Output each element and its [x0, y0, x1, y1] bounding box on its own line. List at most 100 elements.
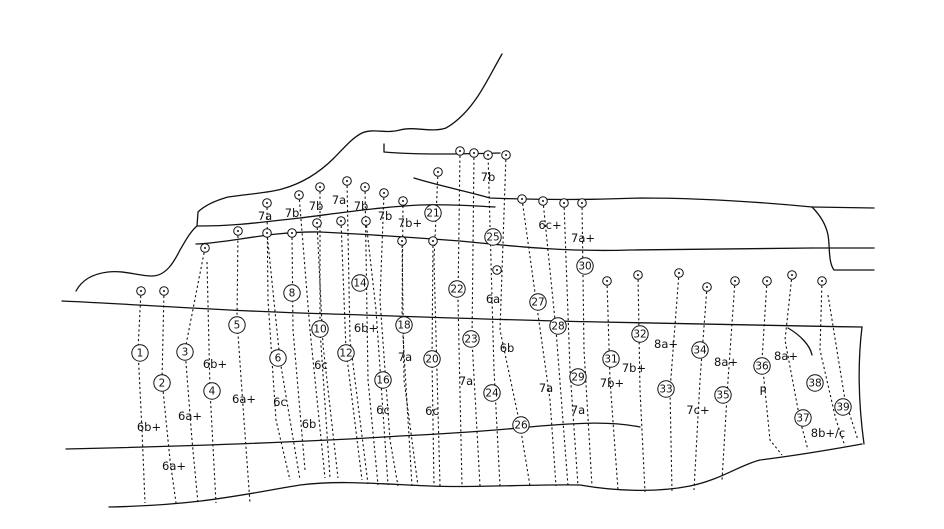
- rock-line-1: [75, 53, 503, 292]
- rock-line-10: [65, 422, 641, 450]
- grade-label-12: 7a: [332, 193, 346, 207]
- grade-label-6: 6c: [273, 395, 287, 409]
- route-number-text: 26: [514, 420, 528, 432]
- route-line-32: [693, 286, 708, 491]
- anchor-10: [312, 218, 322, 228]
- route-number-text: 39: [836, 402, 849, 414]
- route-line-37: [827, 294, 859, 441]
- grade-label-30: 7c+: [686, 403, 709, 417]
- route-line-3: [184, 247, 206, 504]
- anchor-11: [336, 216, 346, 226]
- route-number-text: 14: [353, 278, 367, 290]
- route-number-text: 2: [159, 378, 166, 390]
- grade-label-22: 6b: [500, 341, 515, 355]
- anchor-25: [538, 196, 548, 206]
- route-line-16: [379, 192, 399, 487]
- route-number-26: 26: [512, 416, 530, 434]
- route-number-text: 8: [289, 288, 296, 300]
- route-number-text: 25: [486, 232, 499, 244]
- route-line-36: [819, 280, 846, 447]
- grade-label-33: P: [760, 384, 767, 398]
- route-number-25: 25: [484, 228, 502, 246]
- route-line-19: [431, 240, 435, 487]
- route-number-39: 39: [834, 398, 852, 416]
- rock-line-4: [413, 177, 813, 208]
- route-line-15: [365, 220, 389, 486]
- grade-label-14: 6b+: [354, 321, 378, 335]
- route-number-text: 37: [796, 413, 809, 425]
- route-line-2: [161, 290, 177, 504]
- grade-label-31: 8a+: [654, 337, 678, 351]
- anchor-7: [287, 228, 297, 238]
- grade-label-3: 6a+: [178, 409, 202, 423]
- route-number-33: 33: [657, 380, 675, 398]
- grade-label-35: 8b+/c: [811, 426, 845, 440]
- grade-label-15: 7b+: [398, 216, 422, 230]
- anchor-9: [315, 182, 325, 192]
- anchor-16: [398, 196, 408, 206]
- route-number-text: 10: [313, 324, 326, 336]
- rock-line-6: [811, 206, 875, 209]
- anchor-13: [360, 182, 370, 192]
- route-line-21: [457, 150, 463, 487]
- anchor-29: [633, 270, 643, 280]
- route-number-text: 5: [234, 320, 241, 332]
- grade-label-7: 6b: [302, 417, 317, 431]
- route-number-1: 1: [131, 344, 149, 362]
- route-number-30: 30: [576, 257, 594, 275]
- anchor-18: [428, 236, 438, 246]
- route-number-text: 33: [659, 384, 672, 396]
- route-number-4: 4: [203, 382, 221, 400]
- grade-label-5: 6a+: [232, 392, 256, 406]
- route-line-12: [340, 220, 363, 481]
- anchor-28: [602, 276, 612, 286]
- rock-line-12: [858, 326, 865, 445]
- anchor-20: [455, 146, 465, 156]
- route-number-text: 21: [426, 208, 439, 220]
- route-number-text: 22: [450, 284, 463, 296]
- grade-label-25: 7a+: [571, 231, 595, 245]
- route-number-text: 38: [808, 378, 821, 390]
- route-number-text: 28: [551, 321, 564, 333]
- route-number-6: 6: [269, 349, 287, 367]
- grade-label-34: 8a+: [774, 349, 798, 363]
- anchor-14: [361, 216, 371, 226]
- route-number-text: 12: [339, 348, 352, 360]
- anchor-27: [577, 198, 587, 208]
- route-number-27: 27: [529, 293, 547, 311]
- rock-line-7: [811, 206, 875, 271]
- route-number-29: 29: [569, 368, 587, 386]
- anchor-8: [294, 190, 304, 200]
- route-number-text: 23: [464, 334, 477, 346]
- anchors-group: [136, 146, 827, 296]
- anchor-6: [262, 228, 272, 238]
- grade-label-27: 7a: [571, 403, 585, 417]
- grade-label-29: 7b+: [600, 376, 624, 390]
- route-line-26: [542, 200, 569, 487]
- route-number-text: 36: [755, 361, 769, 373]
- rock-outline-group: [61, 53, 875, 508]
- route-lines-group: [137, 150, 859, 504]
- grade-label-8: 6c: [314, 358, 328, 372]
- route-number-18: 18: [395, 316, 413, 334]
- route-number-14: 14: [351, 274, 369, 292]
- anchor-17: [397, 236, 407, 246]
- route-number-text: 27: [531, 297, 544, 309]
- grade-label-10: 7b: [285, 206, 300, 220]
- anchor-4: [233, 226, 243, 236]
- anchor-36: [492, 265, 502, 275]
- rock-line-3: [197, 204, 496, 227]
- route-number-2: 2: [153, 374, 171, 392]
- rock-line-5: [195, 231, 813, 252]
- route-number-text: 29: [571, 372, 584, 384]
- anchor-34: [787, 270, 797, 280]
- anchor-1: [136, 286, 146, 296]
- anchor-32: [730, 276, 740, 286]
- route-number-text: 35: [716, 390, 729, 402]
- route-number-21: 21: [424, 204, 442, 222]
- anchor-21: [469, 148, 479, 158]
- anchor-5: [262, 198, 272, 208]
- route-number-text: 24: [485, 388, 499, 400]
- grade-label-32: 8a+: [714, 355, 738, 369]
